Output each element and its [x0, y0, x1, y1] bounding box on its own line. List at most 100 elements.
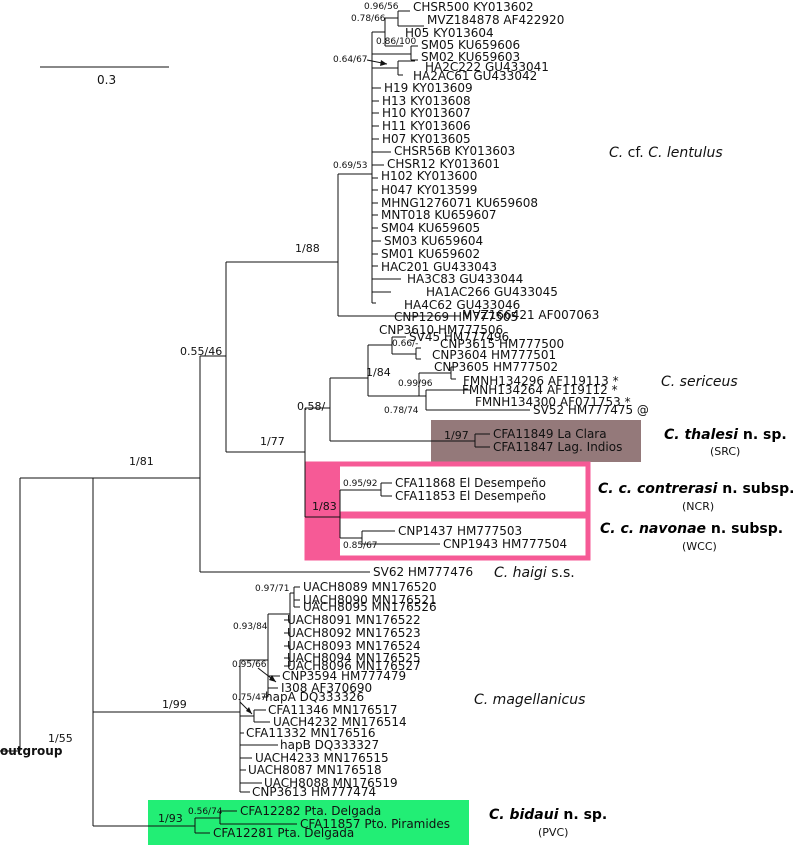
tip-label: SV62 HM777476 [373, 565, 473, 579]
clade-lentulus-cf: cf. [623, 145, 648, 161]
tip-label: CHSR12 KY013601 [387, 157, 500, 171]
support-fmnh2: 0.99/96 [398, 379, 433, 389]
tip-label: UACH8096 MN176527 [287, 659, 421, 673]
support-uach-ab: 0.97/71 [255, 584, 290, 594]
tip-label: CFA11849 La Clara [493, 427, 607, 441]
tip-label: CNP3604 HM777501 [432, 348, 556, 362]
clade-label-contrerasi: C. c. contrerasi n. subsp. [598, 481, 794, 497]
clade-thalesi-name: C. thalesi [664, 427, 738, 443]
tip-label: SM02 KU659603 [421, 50, 520, 64]
clade-bidaui-region: (PVC) [538, 826, 568, 839]
clade-label-navonae: C. c. navonae n. subsp. [600, 521, 783, 537]
tip-label: UACH8089 MN176520 [303, 580, 437, 594]
clade-bidaui-suffix: n. sp. [559, 807, 608, 823]
tip-label: HAC201 GU433043 [381, 260, 497, 274]
outgroup-label: outgroup [0, 744, 63, 758]
tip-label: CFA11346 MN176517 [268, 703, 398, 717]
tip-label: UACH8094 MN176525 [287, 651, 421, 665]
tip-label: UACH8095 MN176526 [303, 600, 437, 614]
clade-navonae-region: (WCC) [682, 540, 717, 553]
clade-contrerasi-suffix: n. subsp. [717, 481, 794, 497]
support-h05: 0.78/66 [351, 14, 386, 24]
tip-label: SM03 KU659604 [384, 234, 483, 248]
arrow-head-ha2 [380, 60, 387, 66]
support-contr-nav: 1/83 [312, 500, 337, 513]
clade-label-bidaui: C. bidaui n. sp. [489, 807, 607, 823]
tip-label: CHSR500 KY013602 [413, 0, 534, 14]
clade-label-thalesi: C. thalesi n. sp. [664, 427, 787, 443]
tip-label: CNP1943 HM777504 [443, 537, 567, 551]
tip-label: SM01 KU659602 [381, 247, 480, 261]
support-sec-group: 1/77 [260, 435, 285, 448]
support-fmnh3: 0.78/74 [384, 406, 419, 416]
support-mag-a: 0.93/84 [233, 622, 268, 632]
clade-haigi-name: C. haigi [494, 565, 547, 581]
tip-label: CFA11332 MN176516 [246, 726, 376, 740]
tree-branches [0, 10, 530, 834]
tip-label: CFA11868 El Desempeño [395, 476, 546, 490]
support-magellanicus: 1/99 [162, 698, 187, 711]
tip-label: CFA11853 El Desempeño [395, 489, 546, 503]
tip-label: HA2C222 GU433041 [425, 60, 549, 74]
tip-label: CNP1437 HM777503 [398, 524, 522, 538]
support-bid-inner: 0.56/74 [188, 807, 223, 817]
tip-label: UACH8091 MN176522 [287, 613, 421, 627]
tip-label: CFA12281 Pta. Delgada [213, 826, 354, 840]
tip-label: CNP3613 HM777474 [252, 785, 376, 799]
tip-label: CFA11847 Lag. Indios [493, 440, 622, 454]
tip-label: UACH4232 MN176514 [273, 715, 407, 729]
bidaui-highlight [148, 800, 469, 845]
support-lent-inner: 0.69/53 [333, 161, 368, 171]
support-contrerasi: 0.95/92 [343, 479, 378, 489]
tip-label: CNP1269 HM777505 [394, 310, 518, 324]
tip-label: H10 KY013607 [382, 106, 471, 120]
tip-label: SV45 HM777496 [409, 330, 509, 344]
tip-label: UACH8090 MN176521 [303, 593, 437, 607]
tip-label: H05 KY013604 [405, 26, 494, 40]
tip-label: CNP3594 HM777479 [282, 669, 406, 683]
arrow-head-cfa [246, 707, 252, 714]
tip-label: UACH8088 MN176519 [264, 776, 398, 790]
clade-haigi-suffix: s.s. [547, 565, 575, 581]
tip-label: H13 KY013608 [382, 94, 471, 108]
clade-navonae-suffix: n. subsp. [706, 521, 783, 537]
clade-contrerasi-region: (NCR) [682, 500, 714, 513]
tip-label: H11 KY013606 [382, 119, 471, 133]
tip-label: CFA11857 Pto. Piramides [300, 817, 450, 831]
support-main: 1/81 [129, 455, 154, 468]
arrow-head-cnp [269, 675, 276, 682]
tip-label: H19 KY013609 [384, 81, 473, 95]
clade-thalesi-region: (SRC) [710, 445, 740, 458]
tip-label: UACH8093 MN176524 [287, 639, 421, 653]
support-bidaui: 1/93 [158, 812, 183, 825]
clade-lentulus-epithet: C. lentulus [648, 145, 722, 161]
support-sm: 0.86/100 [376, 37, 417, 47]
tip-label: UACH4233 MN176515 [255, 751, 389, 765]
clade-thalesi-suffix: n. sp. [738, 427, 787, 443]
tip-label: H07 KY013605 [382, 132, 471, 146]
clade-navonae-name: C. c. navonae [600, 521, 706, 537]
support-sericeus: 1/84 [366, 366, 391, 379]
tip-label: CFA12282 Pta. Delgada [240, 804, 381, 818]
support-sv45: 0.66/- [392, 339, 418, 349]
support-chsr-mvz: 0.96/56 [364, 2, 399, 12]
tip-label: H047 KY013599 [381, 183, 477, 197]
tip-label: FMNH134300 AF071753 * [475, 395, 631, 409]
tip-label: MVZ184878 AF422920 [427, 13, 564, 27]
support-sec-thal: 0.58/ [297, 400, 325, 413]
tip-label: HA1AC266 GU433045 [426, 285, 558, 299]
tip-label: CNP3610 HM777506 [379, 323, 503, 337]
tip-label: hapA DQ333326 [265, 690, 364, 704]
clade-lentulus-prefix: C. [609, 145, 623, 161]
tip-label: CNP3605 HM777502 [434, 360, 558, 374]
tip-label: UACH8092 MN176523 [287, 626, 421, 640]
tip-label: FMNH134264 AF119112 * [462, 383, 618, 397]
tip-label: hapB DQ333327 [280, 738, 379, 752]
tip-label: HA2AC61 GU433042 [413, 69, 537, 83]
support-cnp-i308: 0.95/66 [232, 660, 267, 670]
support-root: 1/55 [48, 732, 73, 745]
tip-label: HA3C83 GU433044 [407, 272, 523, 286]
tip-label: CNP3615 HM777500 [440, 337, 564, 351]
clade-label-lentulus: C. cf. C. lentulus [609, 145, 723, 161]
